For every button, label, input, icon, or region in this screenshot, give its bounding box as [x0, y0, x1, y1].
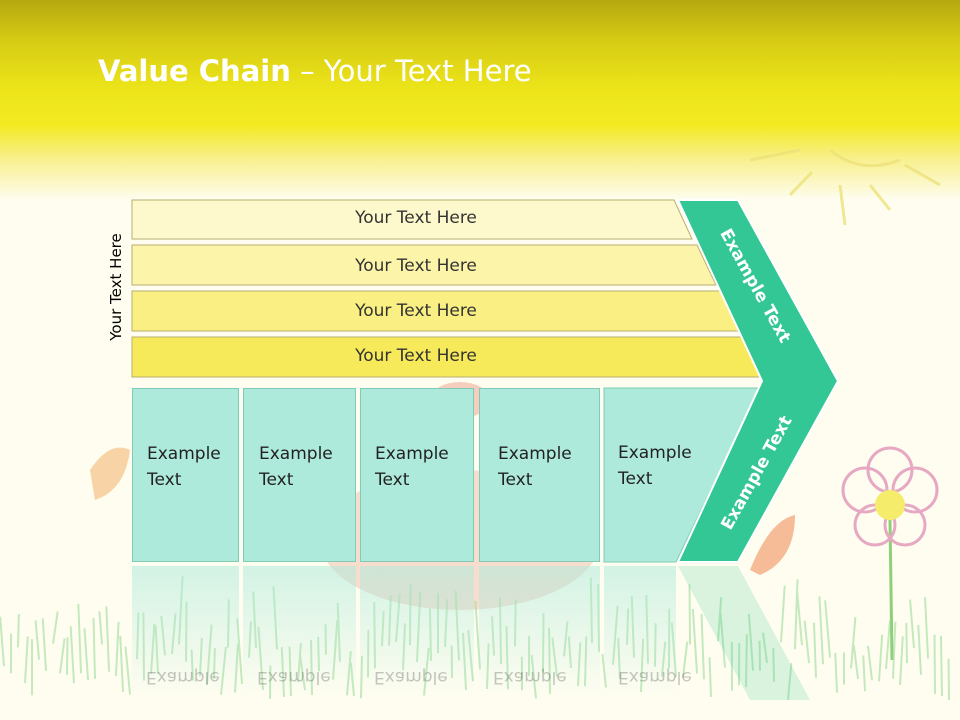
box-line2: Text [147, 470, 182, 490]
grass-stroke [52, 611, 59, 644]
box-reflection: Example [604, 566, 692, 696]
grass-stroke [66, 637, 69, 675]
grass-stroke [0, 616, 5, 667]
grass-stroke [717, 597, 723, 642]
title-bold: Value Chain [98, 54, 291, 88]
row-label-1: Your Text Here [355, 208, 477, 228]
grass-stroke [772, 648, 775, 682]
grass-stroke [850, 616, 857, 669]
grass-stroke [69, 626, 75, 684]
box-line2: Text [498, 470, 533, 490]
grass-stroke [119, 635, 124, 692]
grass-stroke [77, 603, 82, 674]
grass-stroke [24, 636, 29, 683]
box-reflection: Example [360, 566, 474, 696]
grass-stroke [924, 597, 929, 659]
grass-stroke [780, 585, 786, 643]
grass-stroke [878, 634, 884, 682]
grass-stroke [905, 622, 908, 664]
reflection-text: Example [618, 667, 692, 687]
row-label-4: Your Text Here [355, 346, 477, 366]
grass-stroke [105, 606, 110, 672]
box-reflection: Example [243, 566, 356, 696]
grass-stroke [98, 611, 103, 645]
grass-stroke [862, 655, 866, 692]
grass-stroke [34, 620, 40, 660]
box-line2: Text [259, 470, 294, 490]
box-line1: Example [618, 443, 692, 463]
grass-stroke [691, 608, 698, 674]
grass-stroke [803, 620, 810, 664]
box-line2: Text [375, 470, 410, 490]
chevron-arrow [676, 199, 840, 563]
box-line1: Example [259, 444, 333, 464]
grass-stroke [939, 635, 943, 697]
row-label-2: Your Text Here [355, 256, 477, 276]
title-rest: – Your Text Here [290, 54, 532, 88]
grass-stroke [700, 613, 705, 680]
row-bar-2 [131, 244, 717, 286]
grass-stroke [115, 621, 120, 676]
grass-stroke [787, 663, 793, 700]
grass-stroke [899, 636, 904, 685]
grass-stroke [794, 579, 799, 650]
grass-stroke [909, 599, 915, 649]
grass-stroke [708, 657, 712, 697]
last-box-shape [603, 387, 761, 563]
grass-stroke [818, 596, 824, 665]
box-reflection: Example [132, 566, 239, 696]
chevron-reflection [678, 566, 810, 700]
flower-right-icon [841, 446, 939, 661]
row-bar-1 [131, 199, 693, 240]
box-reflection: Example [479, 566, 600, 696]
box-line1: Example [375, 444, 449, 464]
grass-stroke [917, 624, 922, 675]
grass-stroke [747, 614, 754, 671]
grass-stroke [17, 614, 20, 648]
flower-left-icon [90, 447, 130, 500]
box-line1: Example [147, 444, 221, 464]
grass-stroke [812, 622, 817, 678]
reflection-text: Example [257, 667, 331, 687]
grass-stroke [41, 618, 47, 671]
grass-stroke [852, 645, 859, 679]
grass-stroke [867, 645, 873, 681]
reflection-text: Example [493, 667, 567, 687]
grass-stroke [824, 600, 831, 658]
grass-stroke [892, 621, 897, 679]
grass-stroke [83, 628, 89, 681]
header-band [0, 0, 960, 200]
grass-stroke [796, 592, 803, 646]
reflection-text: Example [146, 667, 220, 687]
row-label-3: Your Text Here [355, 301, 477, 321]
reflection-text: Example [374, 667, 448, 687]
page-title: Value Chain – Your Text Here [98, 54, 532, 88]
leaf-icon [750, 515, 795, 575]
grass-stroke [885, 620, 891, 670]
grass-stroke [834, 652, 838, 693]
grass-stroke [92, 617, 96, 679]
box-line2: Text [618, 469, 653, 489]
grass-stroke [682, 641, 689, 678]
grass-stroke [124, 646, 131, 695]
box-line1: Example [498, 444, 572, 464]
grass-stroke [762, 632, 768, 663]
grass-stroke [688, 584, 691, 645]
grass-stroke [745, 634, 748, 688]
grass-stroke [719, 612, 726, 668]
grass-stroke [59, 638, 66, 674]
sun-icon [749, 148, 941, 226]
